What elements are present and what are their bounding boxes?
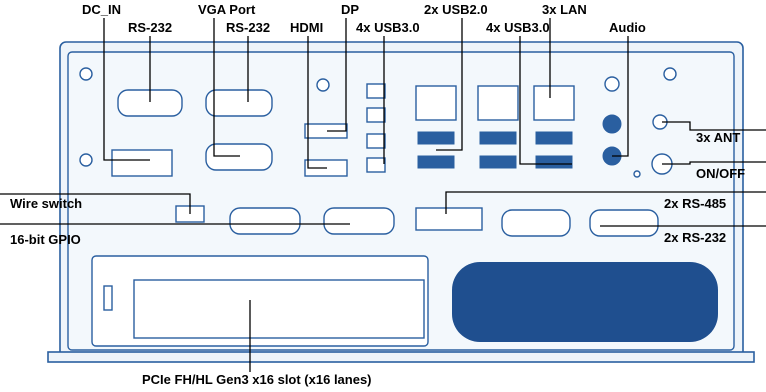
label-gpio: 16-bit GPIO xyxy=(10,232,81,247)
label-on-off: ON/OFF xyxy=(696,166,745,181)
rs232-port-top-right xyxy=(205,89,273,117)
label-hdmi: HDMI xyxy=(290,20,323,35)
audio-aux-jack xyxy=(604,76,620,92)
dc-in-port xyxy=(111,149,173,177)
label-usb20: 2x USB2.0 xyxy=(424,2,488,17)
gpio-port-1 xyxy=(229,207,301,235)
label-lan: 3x LAN xyxy=(542,2,587,17)
rs485-terminal xyxy=(415,207,483,231)
screw-top-left xyxy=(79,67,93,81)
lan-port-2 xyxy=(477,85,519,121)
usb30-left-2 xyxy=(366,107,386,123)
label-rs485: 2x RS-485 xyxy=(664,196,726,211)
pcie-latch xyxy=(103,285,113,311)
usb30-left-4 xyxy=(366,157,386,173)
label-ant: 3x ANT xyxy=(696,130,740,145)
screw-top-right xyxy=(663,67,677,81)
label-rs232-left: RS-232 xyxy=(128,20,172,35)
screw-hdmi xyxy=(316,78,330,92)
label-usb30-left: 4x USB3.0 xyxy=(356,20,420,35)
label-vga-port: VGA Port xyxy=(198,2,256,17)
audio-jack-1 xyxy=(602,114,622,134)
usb30-left-1 xyxy=(366,83,386,99)
pcie-slot-opening xyxy=(133,279,425,339)
label-pcie: PCIe FH/HL Gen3 x16 slot (x16 lanes) xyxy=(142,372,372,387)
label-usb30-right: 4x USB3.0 xyxy=(486,20,550,35)
usb30-right-3 xyxy=(535,131,573,145)
vga-port xyxy=(205,143,273,171)
lan-port-3 xyxy=(533,85,575,121)
label-dp: DP xyxy=(341,2,359,17)
chassis-base xyxy=(47,351,755,363)
label-audio: Audio xyxy=(609,20,646,35)
led-indicator xyxy=(633,170,641,178)
rs232-port-bottom-1 xyxy=(501,209,571,237)
usb30-right-4 xyxy=(535,155,573,169)
usb30-right-2 xyxy=(479,155,517,169)
usb30-right-1 xyxy=(479,131,517,145)
label-wire-switch: Wire switch xyxy=(10,196,82,211)
label-rs232-bottom: 2x RS-232 xyxy=(664,230,726,245)
label-rs232-right: RS-232 xyxy=(226,20,270,35)
usb20-port-1 xyxy=(417,131,455,145)
usb30-left-3 xyxy=(366,133,386,149)
dp-port xyxy=(304,123,348,139)
rs232-port-bottom-2 xyxy=(589,209,659,237)
vent-grille xyxy=(452,262,718,342)
screw-mid-left xyxy=(79,153,93,167)
lan-port-1 xyxy=(415,85,457,121)
usb20-port-2 xyxy=(417,155,455,169)
gpio-port-2 xyxy=(323,207,395,235)
label-dc-in: DC_IN xyxy=(82,2,121,17)
